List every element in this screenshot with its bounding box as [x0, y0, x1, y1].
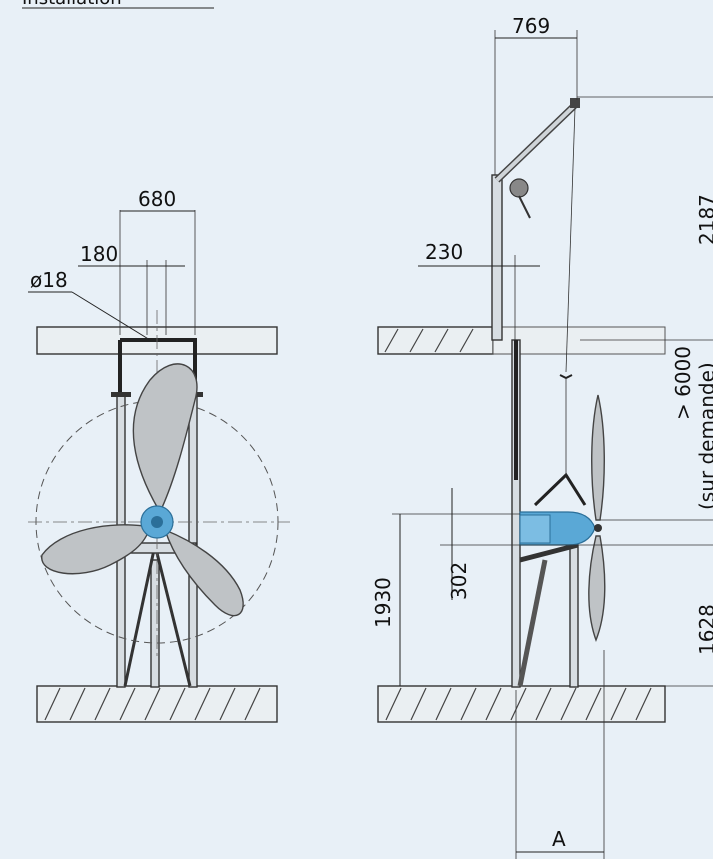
side-top-slab-opening: [492, 326, 666, 355]
front-floor-hatching: [44, 687, 261, 721]
dim-6000-text: > 6000: [671, 346, 695, 420]
dim-d18-leader: [71, 291, 151, 341]
crane-winch-handle: [518, 195, 531, 219]
front-tripod-legs: [123, 544, 192, 687]
side-floor-hatching: [385, 687, 652, 721]
crane-winch: [509, 178, 529, 198]
crane-mast: [491, 174, 503, 341]
crane-boom-inner: [495, 103, 577, 182]
side-floor-slab: [377, 685, 666, 723]
dim-d18-text: ø18: [30, 268, 68, 292]
crane-cable: [565, 107, 576, 373]
lifting-bracket: [533, 472, 587, 507]
side-support-beam: [519, 542, 579, 563]
side-support-post: [569, 544, 579, 688]
blade-right: [163, 528, 244, 617]
side-diagonal-brace: [517, 559, 548, 687]
dim-680-text: 680: [138, 187, 176, 211]
front-post-center: [150, 559, 160, 688]
front-view: 680 180 ø18: [28, 187, 290, 723]
dim-230-text: 230: [425, 240, 463, 264]
dim-1930-text: 1930: [371, 577, 395, 628]
side-top-slab-hatching: [384, 328, 474, 353]
blade-left: [41, 524, 151, 575]
lifting-hook: [559, 374, 573, 380]
dim-769-text: 769: [512, 14, 550, 38]
dim-302-text: 302: [447, 562, 471, 600]
front-post-right: [188, 394, 198, 688]
side-blade-upper: [591, 394, 605, 521]
top-fragment-text: Installation: [22, 0, 122, 9]
side-propeller-hub: [594, 524, 602, 532]
dim-2187-text: 2187: [695, 194, 713, 245]
front-hub-center: [151, 516, 163, 528]
front-clamp-left: [111, 392, 131, 397]
dim-6000-note: (sur demande): [695, 362, 713, 510]
front-floor-slab: [36, 685, 278, 723]
blade-top: [132, 363, 198, 514]
dim-a-text: A: [552, 827, 566, 851]
crane-pulley: [570, 98, 580, 108]
side-motor-housing: [519, 514, 551, 544]
side-blade-lower: [588, 535, 606, 642]
dim-180-text: 180: [80, 242, 118, 266]
dim-1628-text: 1628: [695, 604, 713, 655]
side-view: 769 230 2187 > 6000 (sur demande) 1628 1…: [371, 14, 713, 859]
